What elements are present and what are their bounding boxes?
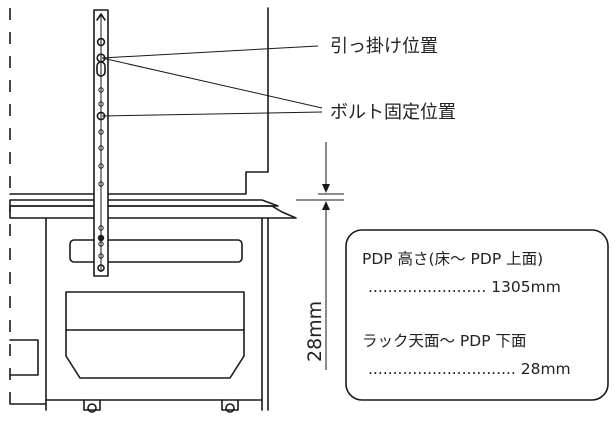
- dimension-label: 28mm: [304, 301, 326, 362]
- info-box: [345, 229, 609, 401]
- hook-slot: [96, 61, 106, 77]
- dimension-28mm: [296, 142, 344, 370]
- pdp-display-outline: [9, 7, 269, 195]
- leader-bolt-upper: [101, 57, 323, 109]
- rack-drawer: [65, 291, 245, 379]
- hook-position-label: 引っ掛け位置: [330, 36, 438, 57]
- side-inner-panel: [9, 339, 39, 376]
- rack-upper-slot: [69, 239, 243, 263]
- bracket-top-hook: [96, 13, 106, 21]
- leader-hook: [101, 45, 319, 59]
- mounting-bracket: [93, 9, 109, 277]
- bracket-bottom-hole: [97, 264, 105, 272]
- rack-to-pdp-label: ラック天面～ PDP 下面: [362, 332, 526, 350]
- pdp-height-label: PDP 高さ(床～ PDP 上面): [362, 250, 543, 268]
- rack-to-pdp-value: .............................. 28mm: [368, 360, 571, 378]
- pdp-height-value: ........................ 1305mm: [368, 278, 561, 296]
- caster-right: [221, 399, 239, 413]
- hook-hole-1: [96, 37, 106, 47]
- bolt-position-label: ボルト固定位置: [330, 102, 456, 123]
- rack-top-edge: [9, 199, 279, 207]
- rack-top-board: [9, 205, 297, 219]
- bracket-bolt: [97, 234, 105, 242]
- caster-left: [83, 399, 101, 413]
- leader-bolt-lower: [101, 111, 323, 117]
